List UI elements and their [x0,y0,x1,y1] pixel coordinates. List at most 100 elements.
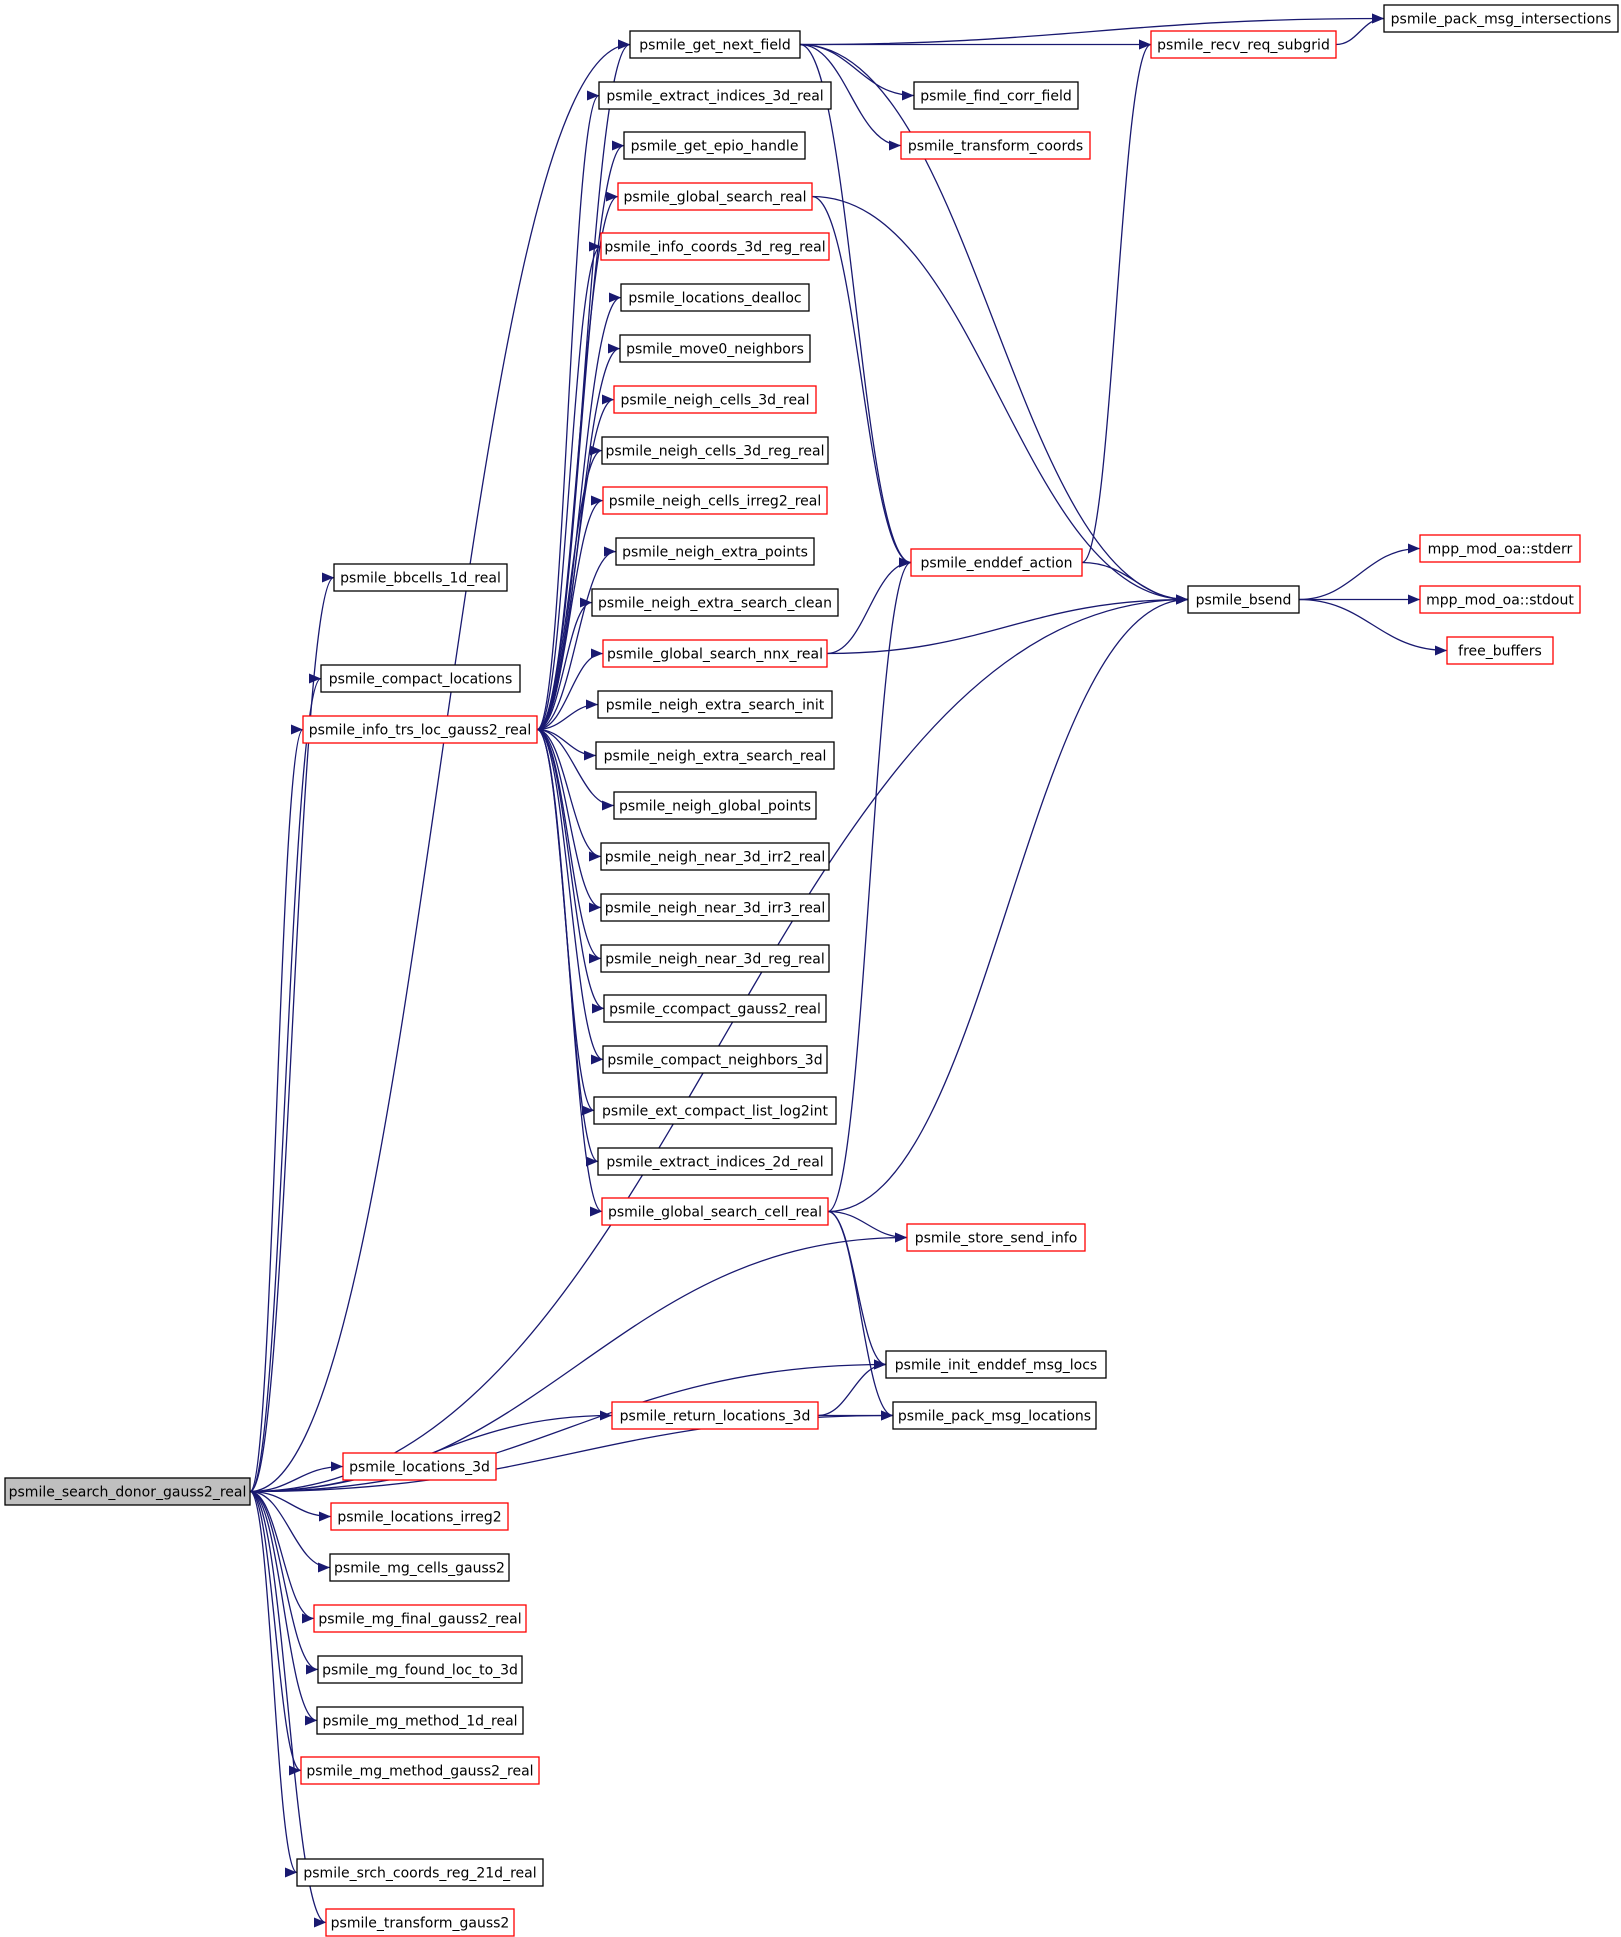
node-box [910,548,1083,577]
node-pack-msg-locations[interactable]: psmile_pack_msg_locations [892,1401,1097,1430]
node-box [913,81,1079,110]
node-transform-gauss2[interactable]: psmile_transform_gauss2 [325,1908,515,1937]
node-neigh-extra-search-clean[interactable]: psmile_neigh_extra_search_clean [591,588,839,617]
node-label: psmile_neigh_extra_search_real [604,749,827,765]
node-label: psmile_neigh_near_3d_reg_real [605,952,824,968]
node-ext-compact-list-log2int[interactable]: psmile_ext_compact_list_log2int [593,1096,837,1125]
node-label: psmile_global_search_real [624,190,807,206]
edge-root-to-init_enddef_msg_locs [249,1359,887,1493]
node-box [1419,585,1581,614]
node-box [313,1604,527,1633]
node-mg-cells-gauss2[interactable]: psmile_mg_cells_gauss2 [329,1553,510,1582]
node-neigh-near-3d-reg-real[interactable]: psmile_neigh_near_3d_reg_real [600,944,830,973]
node-label: psmile_find_corr_field [920,89,1072,105]
node-neigh-extra-search-real[interactable]: psmile_neigh_extra_search_real [595,741,835,770]
node-box [603,994,827,1023]
edge-info_trs_loc_gauss2_real-to-neigh_cells_irreg2_real [536,495,604,731]
node-mg-found-loc-to-3d[interactable]: psmile_mg_found_loc_to_3d [317,1655,523,1684]
node-label: psmile_info_coords_3d_reg_real [604,240,825,256]
node-neigh-extra-points[interactable]: psmile_neigh_extra_points [615,537,815,566]
edge-root-to-bbcells_1d_real [249,572,335,1493]
node-info-trs-loc-gauss2-real[interactable]: psmile_info_trs_loc_gauss2_real [302,715,538,744]
node-recv-req-subgrid[interactable]: psmile_recv_req_subgrid [1150,30,1337,59]
node-box [1187,585,1300,614]
node-box [600,842,830,871]
node-neigh-cells-3d-reg-real[interactable]: psmile_neigh_cells_3d_reg_real [601,436,829,465]
node-neigh-global-points[interactable]: psmile_neigh_global_points [613,791,817,820]
node-transform-coords[interactable]: psmile_transform_coords [900,131,1091,160]
node-pack-msg-intersections[interactable]: psmile_pack_msg_intersections [1383,4,1619,33]
node-box [595,741,835,770]
node-get-next-field[interactable]: psmile_get_next_field [629,30,801,59]
node-move0-neighbors[interactable]: psmile_move0_neighbors [619,334,811,363]
edge-bsend-to-free_buffers [1298,598,1448,656]
node-box [317,1655,523,1684]
node-label: psmile_get_epio_handle [631,139,799,155]
node-ccompact-gauss2-real[interactable]: psmile_ccompact_gauss2_real [603,994,827,1023]
node-box [613,385,817,414]
node-mg-final-gauss2-real[interactable]: psmile_mg_final_gauss2_real [313,1604,527,1633]
node-compact-locations[interactable]: psmile_compact_locations [320,664,521,693]
node-info-coords-3d-reg-real[interactable]: psmile_info_coords_3d_reg_real [600,232,830,261]
node-store-send-info[interactable]: psmile_store_send_info [906,1223,1086,1252]
node-box [597,690,833,719]
node-neigh-near-3d-irr3-real[interactable]: psmile_neigh_near_3d_irr3_real [600,893,830,922]
node-mg-method-1d-real[interactable]: psmile_mg_method_1d_real [316,1706,524,1735]
node-box [601,436,829,465]
node-neigh-extra-search-init[interactable]: psmile_neigh_extra_search_init [597,690,833,719]
edges-layer [249,13,1448,1928]
node-mg-method-gauss2-real[interactable]: psmile_mg_method_gauss2_real [300,1756,540,1785]
edge-global_search_cell_real-to-bsend [827,594,1189,1213]
node-global-search-cell-real[interactable]: psmile_global_search_cell_real [601,1197,829,1226]
node-return-locations-3d[interactable]: psmile_return_locations_3d [611,1401,819,1430]
node-locations-dealloc[interactable]: psmile_locations_dealloc [620,283,810,312]
node-label: psmile_init_enddef_msg_locs [895,1358,1097,1374]
node-srch-coords-reg-21d-real[interactable]: psmile_srch_coords_reg_21d_real [296,1858,544,1887]
node-neigh-cells-irreg2-real[interactable]: psmile_neigh_cells_irreg2_real [602,486,828,515]
node-mpp-stderr[interactable]: mpp_mod_oa::stderr [1419,534,1581,563]
edge-info_trs_loc_gauss2_real-to-neigh_cells_3d_reg_real [536,445,603,731]
node-box [1419,534,1581,563]
node-global-search-nnx-real[interactable]: psmile_global_search_nnx_real [602,639,828,668]
node-neigh-near-3d-irr2-real[interactable]: psmile_neigh_near_3d_irr2_real [600,842,830,871]
node-locations-irreg2[interactable]: psmile_locations_irreg2 [330,1502,509,1531]
node-label: psmile_ext_compact_list_log2int [602,1104,828,1120]
node-label: psmile_extract_indices_3d_real [606,89,823,105]
node-box [611,1401,819,1430]
node-compact-neighbors-3d[interactable]: psmile_compact_neighbors_3d [602,1045,828,1074]
edge-root-to-compact_locations [249,673,322,1493]
node-box [602,639,828,668]
edge-get_next_field-to-enddef_action [799,43,912,568]
node-enddef-action[interactable]: psmile_enddef_action [910,548,1083,577]
edge-info_trs_loc_gauss2_real-to-neigh_near_3d_irr3_real [536,728,602,913]
edge-info_trs_loc_gauss2_real-to-neigh_extra_points [536,546,617,731]
node-locations-3d[interactable]: psmile_locations_3d [342,1452,497,1481]
node-mpp-stdout[interactable]: mpp_mod_oa::stdout [1419,585,1581,614]
node-box [601,1197,829,1226]
edge-root-to-mg_found_loc_to_3d [249,1490,319,1675]
nodes-layer: psmile_search_donor_gauss2_realpsmile_ge… [4,4,1619,1937]
node-box [598,81,832,110]
node-box [1150,30,1337,59]
node-find-corr-field[interactable]: psmile_find_corr_field [913,81,1079,110]
edge-root-to-srch_coords_reg_21d_real [249,1490,298,1878]
node-extract-indices-2d-real[interactable]: psmile_extract_indices_2d_real [597,1147,833,1176]
edge-info_trs_loc_gauss2_real-to-global_search_real [536,191,619,731]
edge-info_trs_loc_gauss2_real-to-global_search_cell_real [536,728,603,1217]
node-free-buffers[interactable]: free_buffers [1446,636,1554,665]
edge-bsend-to-mpp_stderr [1298,543,1421,601]
node-bsend[interactable]: psmile_bsend [1187,585,1300,614]
node-label: psmile_info_trs_loc_gauss2_real [309,723,532,739]
node-bbcells-1d-real[interactable]: psmile_bbcells_1d_real [333,563,508,592]
node-extract-indices-3d-real[interactable]: psmile_extract_indices_3d_real [598,81,832,110]
node-get-epio-handle[interactable]: psmile_get_epio_handle [623,131,806,160]
node-box [619,334,811,363]
node-init-enddef-msg-locs[interactable]: psmile_init_enddef_msg_locs [885,1350,1107,1379]
edge-enddef_action-to-bsend [1081,561,1189,605]
node-global-search-real[interactable]: psmile_global_search_real [617,182,813,211]
node-label: psmile_compact_neighbors_3d [607,1053,822,1069]
node-neigh-cells-3d-real[interactable]: psmile_neigh_cells_3d_real [613,385,817,414]
edge-info_trs_loc_gauss2_real-to-info_coords_3d_reg_real [536,241,602,731]
node-label: psmile_move0_neighbors [626,342,804,358]
